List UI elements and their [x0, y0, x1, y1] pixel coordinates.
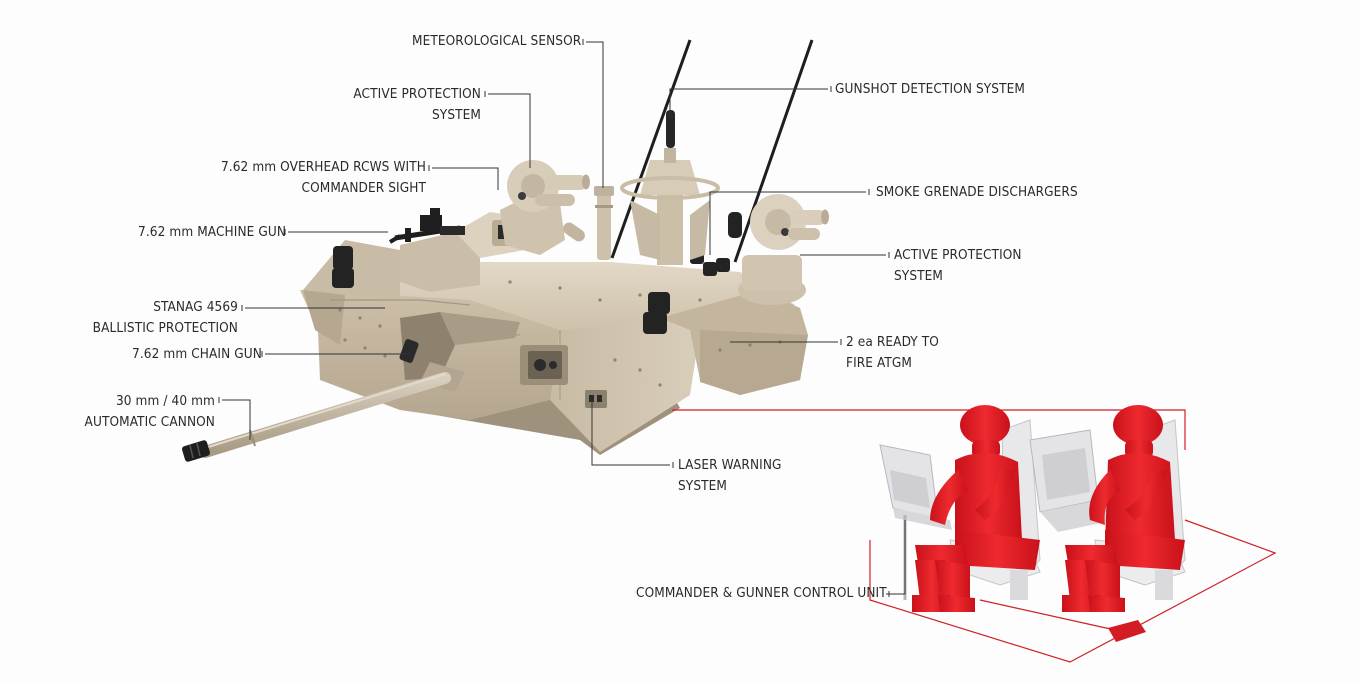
- label-gunshot-detection: GUNSHOT DETECTION SYSTEM: [835, 81, 1025, 97]
- label-meteorological-sensor: METEOROLOGICAL SENSOR: [412, 33, 582, 49]
- label-atgm: 2 ea READY TO FIRE ATGM: [846, 334, 939, 371]
- label-machine-gun: 7.62 mm MACHINE GUN: [138, 224, 287, 240]
- leader-lines: [218, 39, 906, 597]
- label-laser-warning: LASER WARNING SYSTEM: [678, 457, 782, 494]
- active-protection-right: [728, 194, 829, 305]
- active-protection-left: [500, 160, 590, 255]
- label-active-protection-right: ACTIVE PROTECTION SYSTEM: [894, 247, 1022, 284]
- meteorological-sensor: [594, 186, 614, 260]
- label-overhead-rcws: 7.62 mm OVERHEAD RCWS WITH COMMANDER SIG…: [220, 159, 426, 196]
- label-active-protection-left: ACTIVE PROTECTION SYSTEM: [353, 86, 481, 123]
- automatic-cannon: [181, 362, 465, 462]
- crew-link-cable: [672, 409, 1277, 663]
- label-smoke-grenade: SMOKE GRENADE DISCHARGERS: [876, 184, 1078, 200]
- label-chain-gun: 7.62 mm CHAIN GUN: [132, 346, 262, 362]
- label-cannon: 30 mm / 40 mm AUTOMATIC CANNON: [84, 393, 215, 430]
- label-stanag: STANAG 4569 BALLISTIC PROTECTION: [92, 299, 238, 336]
- gunshot-detection-mast: [610, 39, 814, 265]
- label-control-unit: COMMANDER & GUNNER CONTROL UNIT: [636, 585, 887, 601]
- crew-station: [879, 405, 1186, 642]
- turret-body: [300, 240, 808, 455]
